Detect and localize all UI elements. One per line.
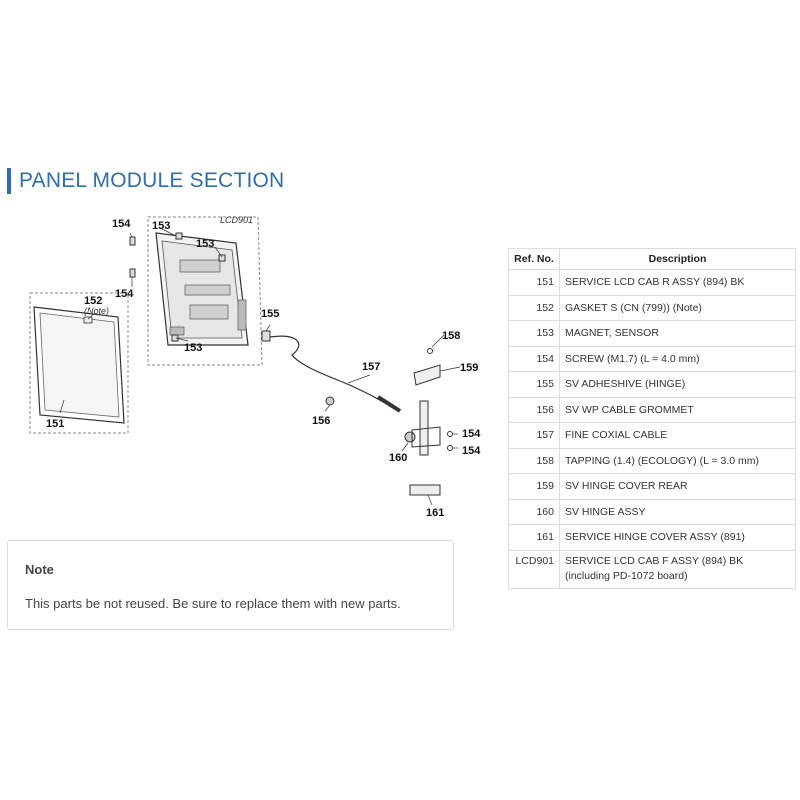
callout-151: 151: [46, 418, 64, 430]
ref-cell: 151: [508, 269, 560, 296]
note-text: This parts be not reused. Be sure to rep…: [25, 596, 401, 611]
callout-153-right: 153: [196, 238, 214, 250]
exploded-parts-diagram: 151 152 (Note) 153 153 153 154 154 LCD90…: [0, 205, 500, 525]
description-header: Description: [559, 248, 796, 270]
note-title: Note: [25, 562, 54, 577]
callout-155: 155: [261, 308, 279, 320]
ref-no-header: Ref. No.: [508, 248, 560, 270]
description-cell: FINE COXIAL CABLE: [559, 422, 796, 449]
description-cell: SV HINGE COVER REAR: [559, 473, 796, 500]
page-title: PANEL MODULE SECTION: [19, 169, 285, 192]
description-cell: SV HINGE ASSY: [559, 498, 796, 525]
description-cell: SERVICE LCD CAB F ASSY (894) BK (includi…: [559, 549, 796, 589]
description-cell: TAPPING (1.4) (ECOLOGY) (L = 3.0 mm): [559, 447, 796, 474]
ref-cell: LCD901: [508, 549, 560, 589]
ref-cell: 157: [508, 422, 560, 449]
callout-157: 157: [362, 361, 380, 373]
ref-cell: 152: [508, 294, 560, 321]
callout-158: 158: [442, 330, 460, 342]
section-heading: PANEL MODULE SECTION: [7, 168, 284, 194]
callout-156: 156: [312, 415, 330, 427]
description-cell: SCREW (M1.7) (L = 4.0 mm): [559, 345, 796, 372]
description-cell: GASKET S (CN (799)) (Note): [559, 294, 796, 321]
lcd901-boundary: [147, 216, 263, 366]
description-cell: SERVICE LCD CAB R ASSY (894) BK: [559, 269, 796, 296]
callout-lcd901: LCD901: [220, 215, 253, 225]
callout-159: 159: [460, 362, 478, 374]
leader-lines: [59, 228, 461, 506]
description-cell: SV WP CABLE GROMMET: [559, 396, 796, 423]
ref-cell: 158: [508, 447, 560, 474]
ref-cell: 156: [508, 396, 560, 423]
ref-cell: 154: [508, 345, 560, 372]
ref-cell: 161: [508, 524, 560, 551]
heading-accent-bar: [7, 168, 11, 194]
callout-153-top: 153: [152, 220, 170, 232]
ref-cell: 159: [508, 473, 560, 500]
panel-151-boundary: [29, 292, 129, 434]
callout-154-left: 154: [115, 288, 134, 300]
description-cell: SERVICE HINGE COVER ASSY (891): [559, 524, 796, 551]
ref-cell: 155: [508, 371, 560, 398]
callout-152-note: (Note): [84, 306, 109, 316]
lcd-panel-151-illustration: [33, 306, 125, 424]
callout-154-hinge-lower: 154: [462, 445, 481, 457]
callout-153-bottom: 153: [184, 342, 202, 354]
ref-cell: 160: [508, 498, 560, 525]
callout-152: 152: [84, 295, 102, 307]
description-cell: SV ADHESHIVE (HINGE): [559, 371, 796, 398]
cable-and-hinge-illustration: [261, 330, 453, 496]
note-box: Note This parts be not reused. Be sure t…: [7, 540, 454, 630]
table-row: LCD901 SERVICE LCD CAB F ASSY (894) BK (…: [508, 549, 796, 589]
description-line: SERVICE LCD CAB F ASSY (894) BK: [565, 554, 744, 567]
callout-160: 160: [389, 452, 407, 464]
ref-cell: 153: [508, 320, 560, 347]
description-cell: MAGNET, SENSOR: [559, 320, 796, 347]
table-header-row: Ref. No. Description: [508, 248, 796, 270]
description-subline: (including PD-1072 board): [565, 569, 688, 582]
callout-154-top: 154: [112, 218, 131, 230]
screws-illustration: [129, 232, 226, 342]
callout-154-hinge-upper: 154: [462, 428, 481, 440]
callout-161: 161: [426, 507, 444, 519]
